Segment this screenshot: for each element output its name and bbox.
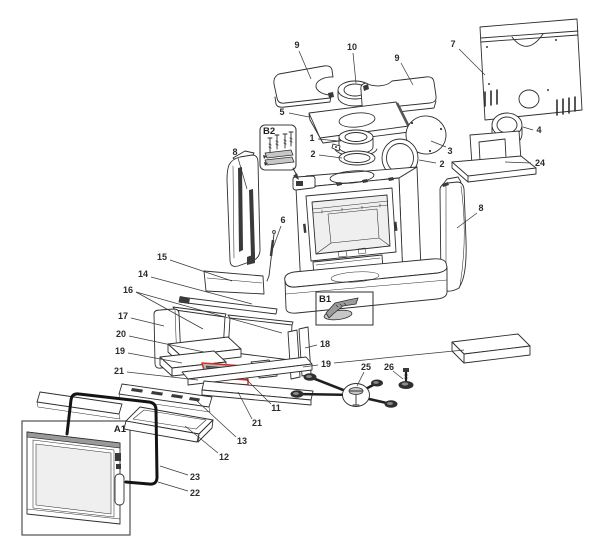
detail-box-b1: B1 [315,291,374,326]
part-front-strip-3 [36,391,123,420]
detail-box-a1-label: A1 [114,424,127,435]
part-label-13: 13 [237,436,247,446]
part-label-22: 22 [190,488,200,498]
door-glass [35,443,112,515]
part-label-5: 5 [279,107,284,117]
part-label-8-left: 8 [232,147,237,157]
part-side-panel-left [226,150,261,267]
leader-line-17 [130,317,165,327]
leader-line-16 [135,291,283,334]
part-label-10: 10 [347,42,357,52]
part-label-23: 23 [190,472,200,482]
part-label-20: 20 [116,329,126,339]
leader-line-10 [352,52,357,84]
leader-line-21-bottom [237,391,253,420]
leader-line-26 [392,370,404,380]
part-label-16: 16 [123,285,133,295]
leader-line-4 [522,126,534,131]
part-label-26: 26 [384,362,394,372]
leader-line-8-left [237,157,248,190]
leader-line-19-right [333,349,465,364]
part-label-7: 7 [450,39,455,49]
leader-line-6 [272,225,282,249]
leader-line-20 [128,335,205,353]
leader-line-9-right [400,62,414,86]
leader-line-1 [317,138,339,142]
part-label-1: 1 [309,133,314,143]
leader-line-7 [458,48,486,76]
part-label-24: 24 [535,158,545,168]
leader-line-23 [159,465,189,476]
part-right-firebrick [451,333,531,364]
leader-line-25 [356,371,365,387]
part-base-plinth [284,258,448,314]
leader-line-24 [504,161,532,164]
part-slotted-strip [118,383,213,413]
part-label-25: 25 [361,362,371,372]
leader-line-5 [288,112,310,118]
part-label-9-left: 9 [294,40,299,50]
part-top-plate-left [273,65,334,108]
part-label-19-left: 19 [115,346,125,356]
part-label-14: 14 [138,269,148,279]
leader-line-2-right [418,159,437,164]
leader-line-3 [430,140,447,148]
screw-set [267,131,294,153]
leader-line-13 [196,400,237,438]
part-label-21-left: 21 [114,366,124,376]
part-blanking-plate [405,115,447,155]
leader-line-11 [245,378,272,405]
detail-box-b2: B2 [259,124,299,180]
part-front-strip-1 [181,356,313,386]
leader-line-15 [169,259,233,282]
b2-pointer-arrow [292,167,299,180]
part-leveling-foot [398,368,414,389]
part-rear-bracket [451,130,537,183]
part-support-rod [178,296,278,315]
leader-line-14 [150,276,253,305]
leader-line-8-right [456,212,478,229]
part-label-18: 18 [320,339,330,349]
part-operating-rod [266,230,276,282]
part-label-3: 3 [447,146,452,156]
leader-line-9-left [298,50,312,80]
part-door [26,431,125,525]
part-label-19-right: 19 [321,359,331,369]
part-label-9-right: 9 [394,53,399,63]
part-label-6: 6 [280,215,285,225]
part-label-15: 15 [157,252,167,262]
leg-foot [290,373,398,408]
part-leg-assembly [290,373,398,408]
part-label-21-bottom: 21 [252,418,262,428]
leader-line-12 [184,425,219,454]
leader-line-2-center [318,154,343,159]
part-stove-body [292,166,422,289]
part-label-11: 11 [271,403,281,413]
leader-line-18 [304,344,318,349]
door-handle [114,473,125,506]
part-ash-pan [123,406,214,443]
part-label-4: 4 [536,125,541,135]
part-shaker-lever [323,297,359,321]
part-label-12: 12 [219,452,229,462]
detail-box-b1-label: B1 [319,294,332,305]
part-door-gasket [65,392,159,486]
leader-line-19-right [302,364,319,368]
part-label-17: 17 [118,311,128,321]
leader-line-19-left [127,352,183,364]
part-label-2-center: 2 [310,149,315,159]
part-sealing-ring-center [338,150,376,166]
part-back-heat-shield [479,18,583,121]
leader-line-22 [157,481,189,492]
part-label-8-right: 8 [478,203,483,213]
leader-line-21-left [126,371,199,381]
detail-box-b2-label: B2 [263,126,275,137]
leader-line-16 [135,291,204,330]
part-label-2-right: 2 [439,159,444,169]
